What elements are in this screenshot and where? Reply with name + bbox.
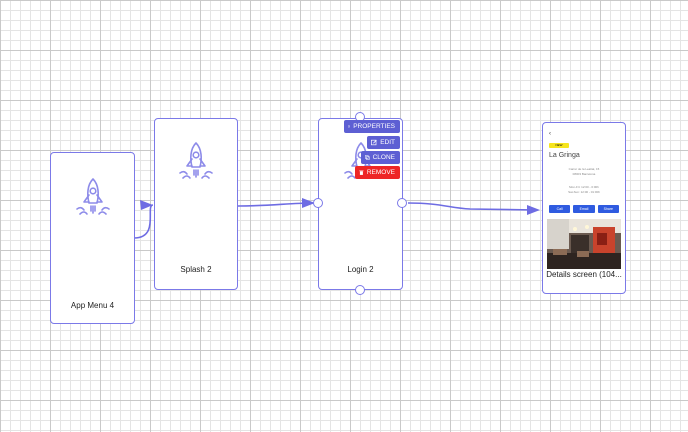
hours-line: Sat-Sun: 12:00 - 01:00h: [568, 190, 600, 194]
call-button: Call: [549, 205, 571, 213]
back-arrow-icon: ‹: [549, 131, 551, 137]
connection-handle-left[interactable]: [313, 198, 323, 208]
connector-splash-login: [237, 202, 314, 207]
hours-line: Mon-Fri: 12:00 - 0:00h: [569, 185, 599, 189]
preview-title: La Gringa: [549, 152, 580, 159]
arrow-head-splash: [140, 200, 153, 210]
connection-handle-right[interactable]: [397, 198, 407, 208]
node-label: Details screen (104...: [546, 270, 622, 279]
remove-label: REMOVE: [366, 169, 395, 176]
edit-square-icon: [371, 139, 377, 146]
clone-label: CLONE: [372, 154, 395, 161]
address-line: 08003 Barcelona: [572, 172, 596, 176]
preview-hours: Mon-Fri: 12:00 - 0:00h Sat-Sun: 12:00 - …: [547, 185, 621, 195]
remove-button[interactable]: REMOVE: [355, 166, 400, 179]
screen-node-app-menu[interactable]: App Menu 4: [50, 152, 135, 324]
preview-address: Carrer de la Lealtat, 15 08003 Barcelona: [547, 167, 621, 177]
edit-button[interactable]: EDIT: [367, 136, 400, 149]
copy-icon: [365, 155, 370, 160]
preview-action-buttons: Call Email Share: [549, 205, 619, 213]
address-line: Carrer de la Lealtat, 15: [568, 167, 600, 171]
node-label: App Menu 4: [70, 301, 115, 310]
screen-node-details[interactable]: ‹ NEW La Gringa Carrer de la Lealtat, 15…: [542, 122, 626, 294]
arrow-head-details: [527, 205, 540, 215]
connector-appmenu-splash: [133, 204, 154, 239]
node-label: Splash 2: [180, 265, 212, 274]
email-button: Email: [573, 205, 595, 213]
restaurant-photo: [547, 219, 621, 269]
screen-node-splash[interactable]: Splash 2: [154, 118, 238, 290]
properties-label: PROPERTIES: [353, 123, 395, 130]
clone-button[interactable]: CLONE: [361, 151, 400, 164]
connector-login-details: [407, 202, 538, 211]
screen-preview: ‹ NEW La Gringa Carrer de la Lealtat, 15…: [547, 127, 621, 272]
status-badge: NEW: [549, 143, 569, 148]
share-button: Share: [597, 205, 619, 213]
edit-square-icon: [348, 125, 351, 128]
node-label: Login 2: [347, 265, 374, 274]
properties-button[interactable]: PROPERTIES: [344, 120, 400, 133]
rocket-icon: [75, 178, 110, 215]
connection-handle-bottom[interactable]: [355, 285, 365, 295]
trash-icon: [359, 170, 364, 175]
rocket-icon: [179, 142, 213, 179]
edit-label: EDIT: [380, 139, 395, 146]
